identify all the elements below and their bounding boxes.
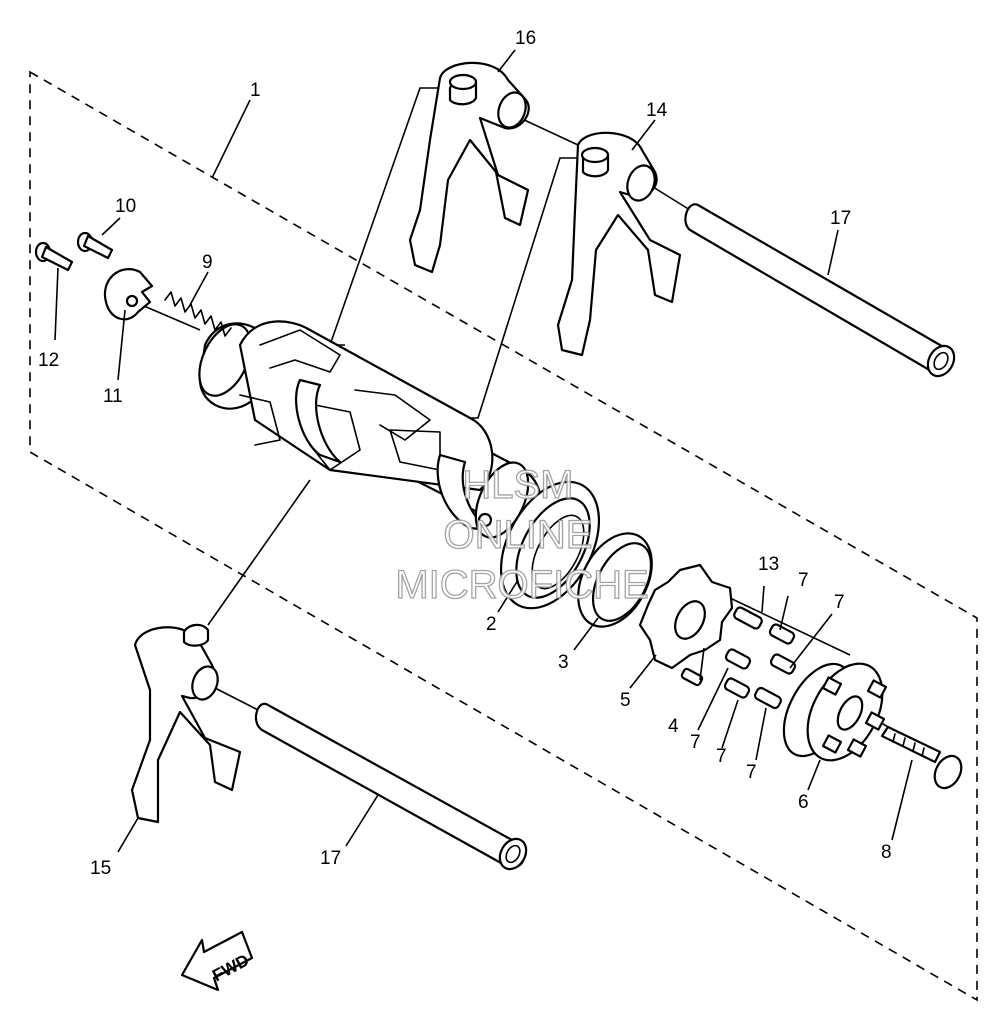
screw <box>880 725 963 790</box>
callout-7e: 7 <box>746 762 757 783</box>
plate <box>103 268 154 321</box>
callout-7d: 7 <box>716 746 727 767</box>
pins <box>723 606 797 710</box>
bolt-10 <box>76 231 114 260</box>
bearing <box>499 480 601 610</box>
callout-9: 9 <box>202 252 213 273</box>
callout-16: 16 <box>515 28 536 49</box>
callout-7c: 7 <box>690 732 701 753</box>
callout-leaders <box>54 49 913 853</box>
segment <box>638 563 734 670</box>
callout-1: 1 <box>250 80 261 101</box>
dowel-pin <box>680 667 704 687</box>
stopper-segment <box>782 662 888 762</box>
shift-drum <box>198 320 543 540</box>
fork-shaft-upper <box>684 203 956 378</box>
shift-fork-16 <box>408 61 530 274</box>
callout-17-lower: 17 <box>320 848 341 869</box>
watermark-line-3: MICROFICHE <box>395 563 648 607</box>
callout-8: 8 <box>881 842 892 863</box>
shift-fork-14 <box>556 131 682 357</box>
watermark-line-2: ONLINE <box>444 513 593 557</box>
callout-15: 15 <box>90 858 111 879</box>
fwd-arrow-icon <box>180 930 254 992</box>
fork-shaft-lower <box>254 702 528 871</box>
callout-7a: 7 <box>798 570 809 591</box>
callout-5: 5 <box>620 690 631 711</box>
callout-6: 6 <box>798 792 809 813</box>
bolt-12 <box>34 241 74 272</box>
collar <box>577 532 653 628</box>
callout-17-upper: 17 <box>830 208 851 229</box>
assembly-1-boundary <box>29 70 978 1002</box>
callout-7b: 7 <box>834 592 845 613</box>
callout-12: 12 <box>38 350 59 371</box>
watermark-line-1: HLSM <box>462 463 573 507</box>
watermark: HLSM ONLINE MICROFICHE <box>395 462 650 607</box>
shift-fork-15 <box>130 623 242 824</box>
callout-10: 10 <box>115 196 136 217</box>
callout-14: 14 <box>646 100 668 121</box>
callout-4: 4 <box>668 716 679 737</box>
callout-labels: 1 16 14 17 10 9 12 11 2 3 5 4 13 7 7 7 7… <box>38 28 892 879</box>
callout-11: 11 <box>103 386 123 407</box>
callout-2: 2 <box>486 614 497 635</box>
callout-3: 3 <box>558 652 569 673</box>
fwd-direction-marker: FWD <box>180 930 254 992</box>
callout-13: 13 <box>758 554 779 575</box>
spring <box>164 291 232 337</box>
